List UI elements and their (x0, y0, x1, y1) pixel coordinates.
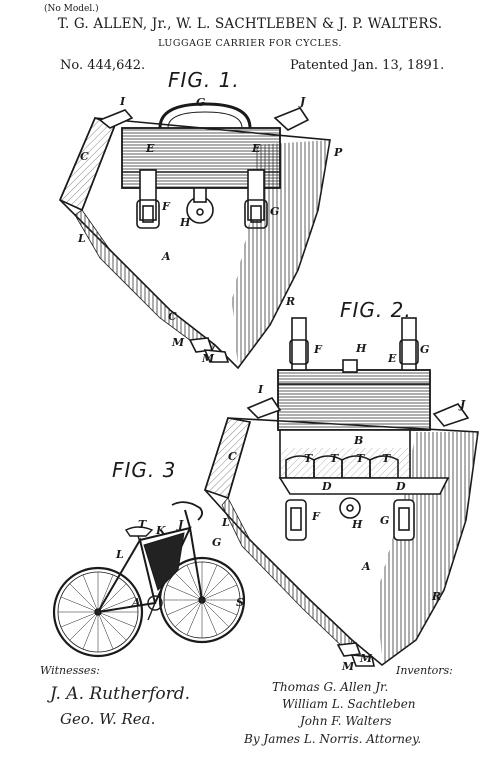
witnesses-heading: Witnesses: (40, 664, 100, 677)
fig1-ref-I: I (120, 95, 126, 108)
fig1-ref-H: H (180, 216, 191, 229)
fig2-ref-G: G (420, 343, 430, 356)
fig1-ref-E: E (146, 142, 155, 155)
fig1-ref-C2: C (168, 310, 177, 323)
fig1-ref-R: R (286, 295, 296, 308)
fig3-ref-T: T (138, 518, 147, 531)
fig2-ref-F: F (314, 343, 322, 356)
fig1-ref-L: L (78, 232, 86, 245)
witness-signature-2: Geo. W. Rea. (60, 710, 156, 728)
fig3-ref-K: K (156, 524, 166, 537)
fig2-ref-D: D (322, 480, 332, 493)
fig3-ref-S: S (236, 596, 244, 609)
fig3-ref-A: A (132, 596, 141, 609)
inventor-signature-2: William L. Sachtleben (282, 697, 416, 711)
inventors-title: T. G. ALLEN, Jr., W. L. SACHTLEBEN & J. … (57, 16, 443, 32)
fig1-ref-A: A (162, 250, 171, 263)
fig2-ref-T3: T (356, 452, 365, 465)
fig1-drawing (58, 102, 331, 370)
fig2-ref-I: I (258, 383, 264, 396)
fig1-ref-M2: M (202, 352, 215, 365)
witness-signature-1: J. A. Rutherford. (50, 684, 191, 704)
inventor-signature-1: Thomas G. Allen Jr. (272, 680, 389, 694)
fig3-title: FIG. 3 (112, 458, 177, 482)
fig3-ref-G: G (212, 536, 222, 549)
patent-date: Patented Jan. 13, 1891. (290, 58, 445, 73)
fig2-ref-H: H (356, 342, 367, 355)
fig2-ref-J: J (460, 398, 466, 411)
attorney-signature: By James L. Norris. Attorney. (244, 732, 422, 746)
no-model-note: (No Model.) (44, 4, 99, 14)
fig1-ref-M: M (172, 336, 185, 349)
fig1-ref-G2: G (270, 205, 280, 218)
inventor-signature-3: John F. Walters (300, 714, 392, 728)
fig2-ref-T1: T (304, 452, 313, 465)
fig2-ref-E: E (388, 352, 397, 365)
fig1-ref-C: C (80, 150, 89, 163)
fig2-ref-C: C (228, 450, 237, 463)
fig2-ref-T4: T (382, 452, 391, 465)
fig2-ref-A: A (362, 560, 371, 573)
fig1-ref-P: P (334, 146, 343, 159)
fig2-ref-H2: H (352, 518, 363, 531)
fig2-ref-T2: T (330, 452, 339, 465)
fig2-ref-M2: M (360, 652, 373, 665)
fig3-ref-J: J (178, 518, 184, 531)
inventors-heading: Inventors: (396, 664, 453, 677)
fig2-drawing (204, 317, 479, 667)
fig1-ref-E2: E (252, 142, 261, 155)
fig3-bicycle-drawing (52, 501, 246, 658)
fig2-ref-D2: D (396, 480, 406, 493)
fig3-ref-L: L (116, 548, 124, 561)
fig2-title: FIG. 2. (340, 298, 412, 322)
fig1-ref-J: J (300, 95, 306, 108)
patent-number: No. 444,642. (60, 58, 146, 73)
fig1-ref-F: F (162, 200, 170, 213)
fig2-ref-F2: F (312, 510, 320, 523)
fig1-title: FIG. 1. (168, 68, 240, 92)
patent-subject: LUGGAGE CARRIER FOR CYCLES. (158, 38, 342, 49)
fig2-ref-G2: G (380, 514, 390, 527)
fig1-ref-G: G (196, 96, 206, 109)
fig2-ref-B: B (354, 434, 364, 447)
fig2-ref-L: L (222, 516, 230, 529)
fig2-ref-R: R (432, 590, 442, 603)
fig2-ref-M: M (342, 660, 355, 673)
